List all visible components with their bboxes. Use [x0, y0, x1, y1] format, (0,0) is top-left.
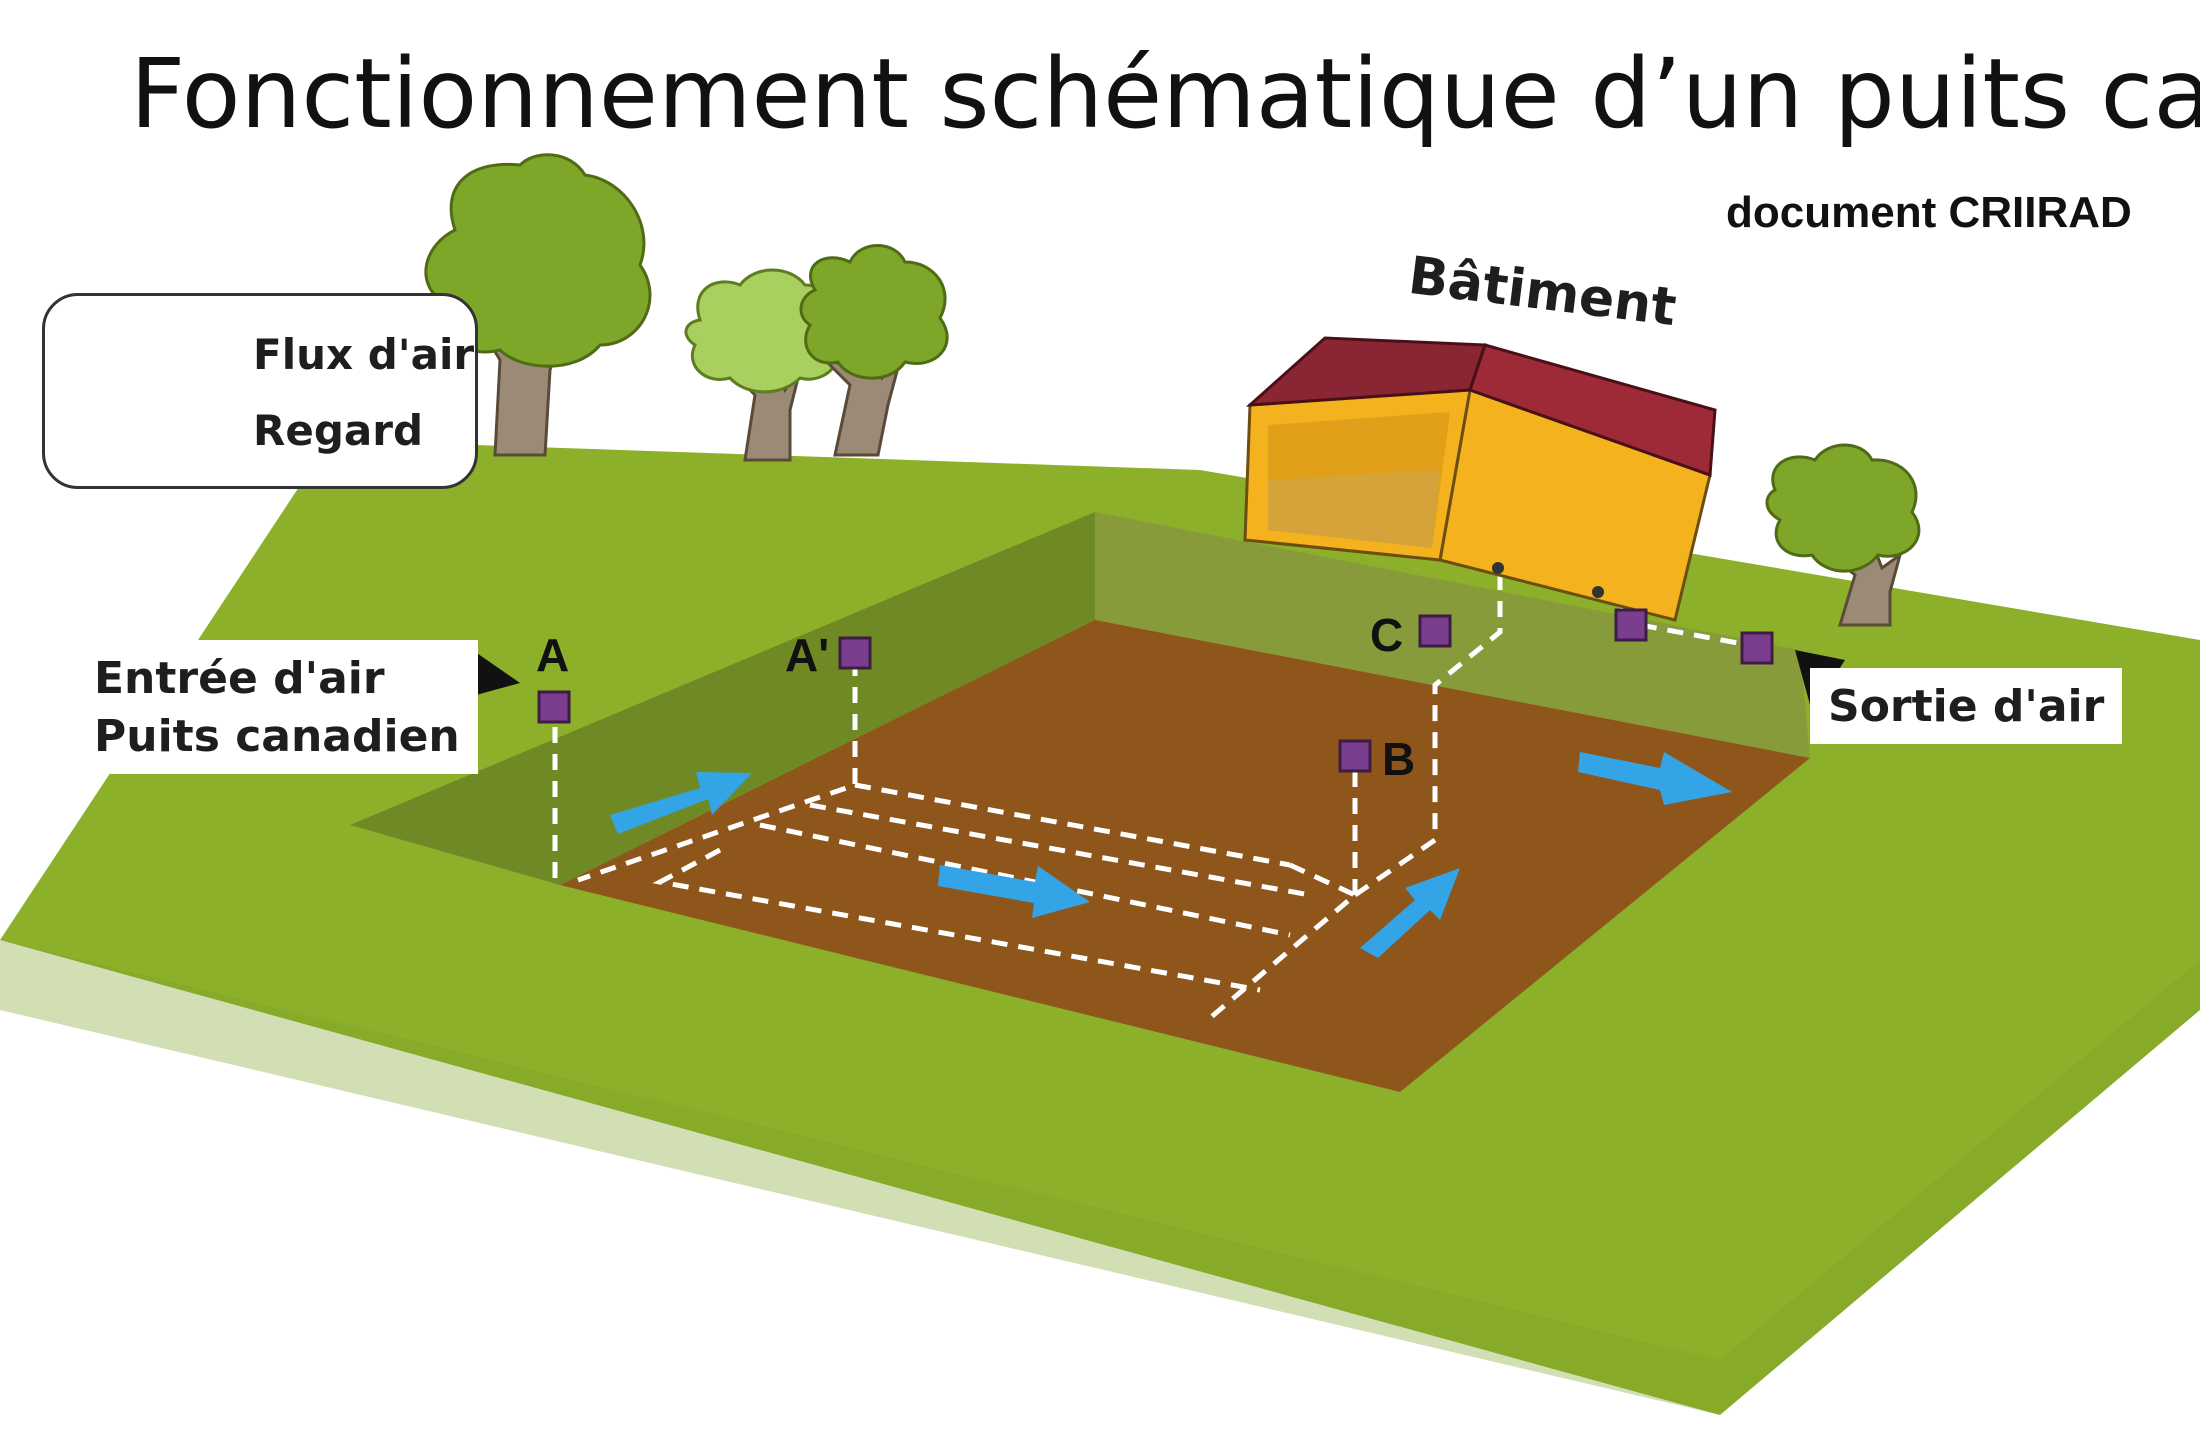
manhole-b [1338, 739, 1372, 773]
tree-2 [684, 268, 842, 462]
manhole-outlet-2 [1740, 631, 1774, 665]
buried-pipes [552, 447, 1766, 1020]
tree-foliage [1765, 443, 1921, 573]
point-label-a: A [536, 629, 570, 681]
airflow-arrow-4 [1578, 752, 1732, 805]
air-inlet-line1: Entrée d'air [94, 653, 385, 704]
air-outlet-callout: Sortie d'air [1810, 668, 2123, 744]
manhole-c [1418, 614, 1452, 648]
roof-right [1468, 343, 1717, 478]
manhole-a [537, 690, 571, 724]
document-credit: document CRIIRAD [1726, 188, 2132, 237]
outlet-hole [1492, 562, 1504, 574]
air-inlet-callout: Entrée d'air Puits canadien [76, 640, 478, 774]
legend-box: Flux d'air Regard [42, 293, 478, 489]
building-floor [1268, 470, 1440, 548]
air-inlet-line2: Puits canadien [94, 711, 460, 762]
legend-manhole-label: Regard [253, 406, 424, 455]
manholes [537, 608, 1774, 773]
tree-1 [424, 153, 652, 457]
building [1243, 336, 1717, 622]
point-label-a-prime: A' [785, 629, 830, 681]
tree-4 [1765, 443, 1921, 627]
point-label-b: B [1382, 733, 1416, 785]
page-title: Fonctionnement schématique d’un puits ca… [130, 38, 2200, 150]
tree-foliage [799, 244, 949, 380]
airflow-arrow-3 [1360, 868, 1460, 958]
manhole-outlet-1 [1614, 608, 1648, 642]
manhole-a-prime [838, 636, 872, 670]
trench-wall-left [350, 512, 1095, 885]
airflow-arrow-1 [610, 772, 752, 834]
airflow-arrows [610, 752, 1732, 958]
inlet-hole [1592, 586, 1604, 598]
point-label-c: C [1370, 609, 1404, 661]
trench-wall-back [1095, 512, 1810, 758]
legend-airflow-label: Flux d'air [253, 330, 475, 379]
trench-floor [560, 620, 1810, 1092]
air-outlet-label: Sortie d'air [1828, 681, 2105, 732]
airflow-arrow-2 [938, 865, 1090, 918]
tree-3 [799, 244, 949, 457]
